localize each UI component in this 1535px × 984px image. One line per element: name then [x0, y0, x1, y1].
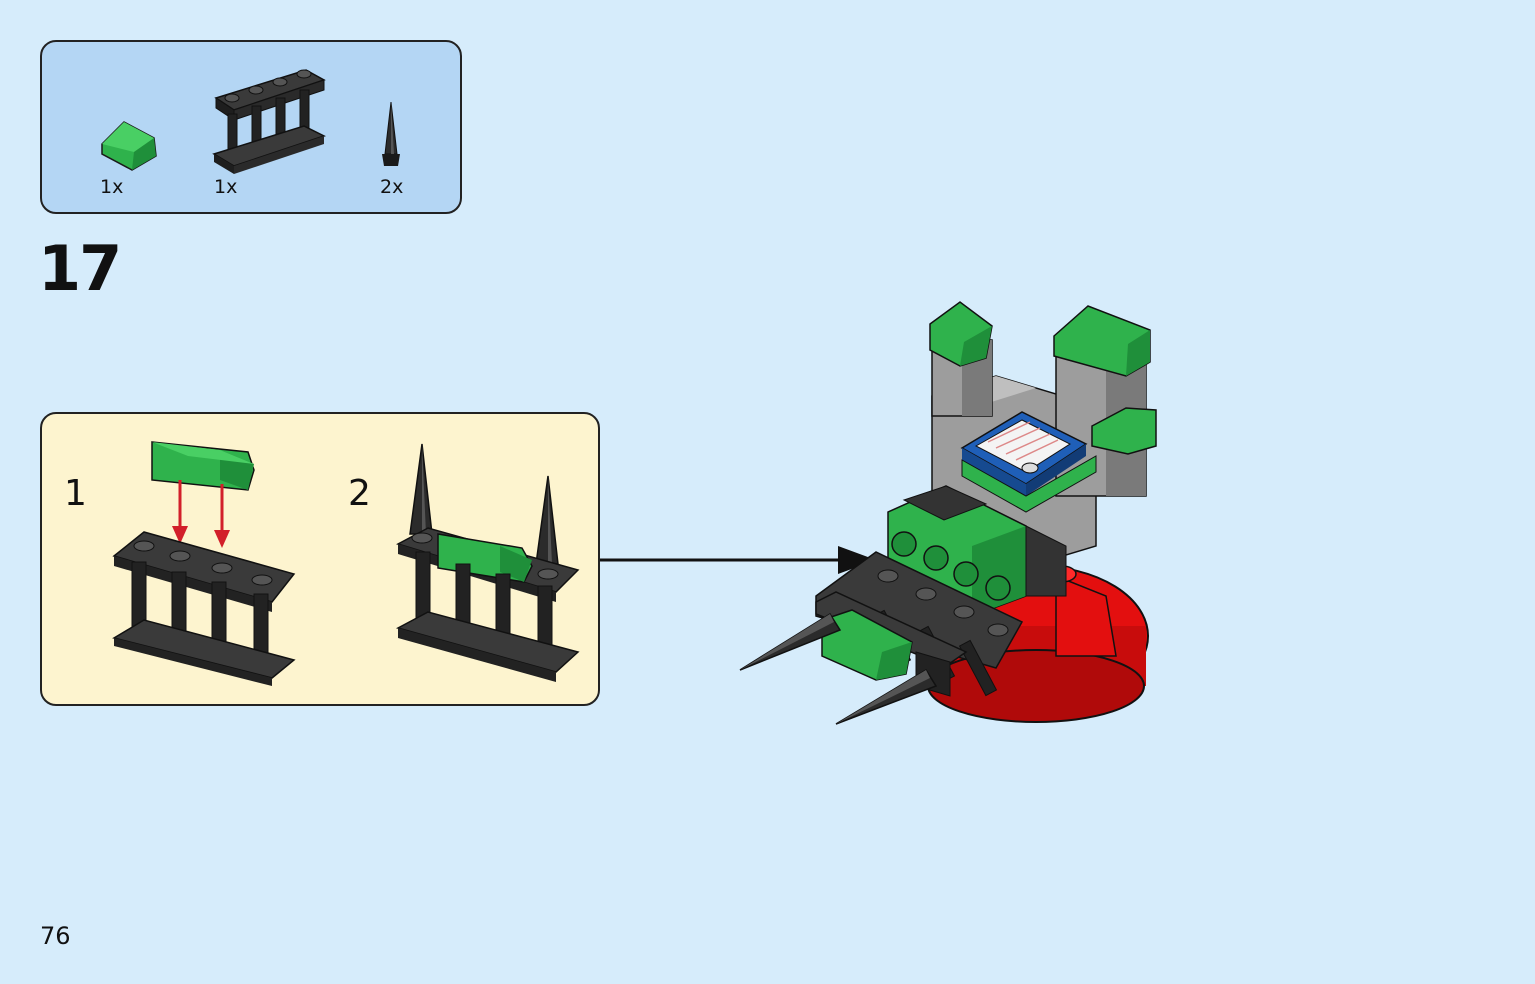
step-number: 17	[38, 232, 122, 305]
sub-step-label-1: 1	[64, 473, 87, 514]
sub-step-1-illustration	[112, 441, 296, 686]
black-fence-icon	[212, 69, 326, 174]
callout-arrow-icon	[600, 546, 876, 574]
parts-list-box: 1x 1x 2x	[40, 40, 462, 214]
assembled-model-illustration	[739, 301, 1157, 725]
part-quantity-slope: 1x	[100, 176, 124, 198]
sub-step-callout: 1 2	[40, 412, 600, 706]
page-number: 76	[40, 922, 71, 950]
part-quantity-fence: 1x	[214, 176, 238, 198]
part-quantity-spike: 2x	[380, 176, 404, 198]
black-spike-icon	[382, 101, 400, 166]
green-slope-icon	[101, 121, 157, 171]
sub-step-2-illustration	[395, 443, 580, 682]
sub-step-label-2: 2	[348, 473, 371, 514]
